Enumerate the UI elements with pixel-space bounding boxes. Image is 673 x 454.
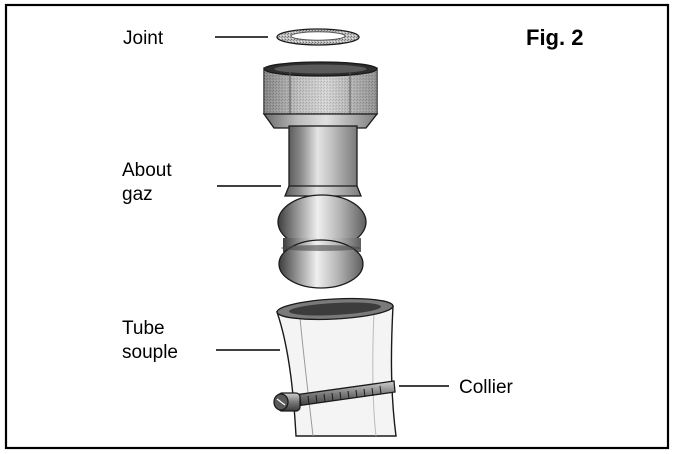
tube-souple-label-line1: Tube [122,318,165,339]
figure-title: Fig. 2 [526,25,583,50]
flexible-hose [276,297,397,437]
figure-frame [4,3,670,450]
gas-fitting [262,61,379,289]
tube-souple-label-line2: souple [122,342,178,363]
joint-label: Joint [123,28,164,49]
joint-ring [276,28,360,46]
hose-clamp [273,380,396,412]
collier-label: Collier [459,377,514,398]
about-gaz-label-line2: gaz [122,184,153,205]
about-gaz-label-line1: About [122,160,172,181]
